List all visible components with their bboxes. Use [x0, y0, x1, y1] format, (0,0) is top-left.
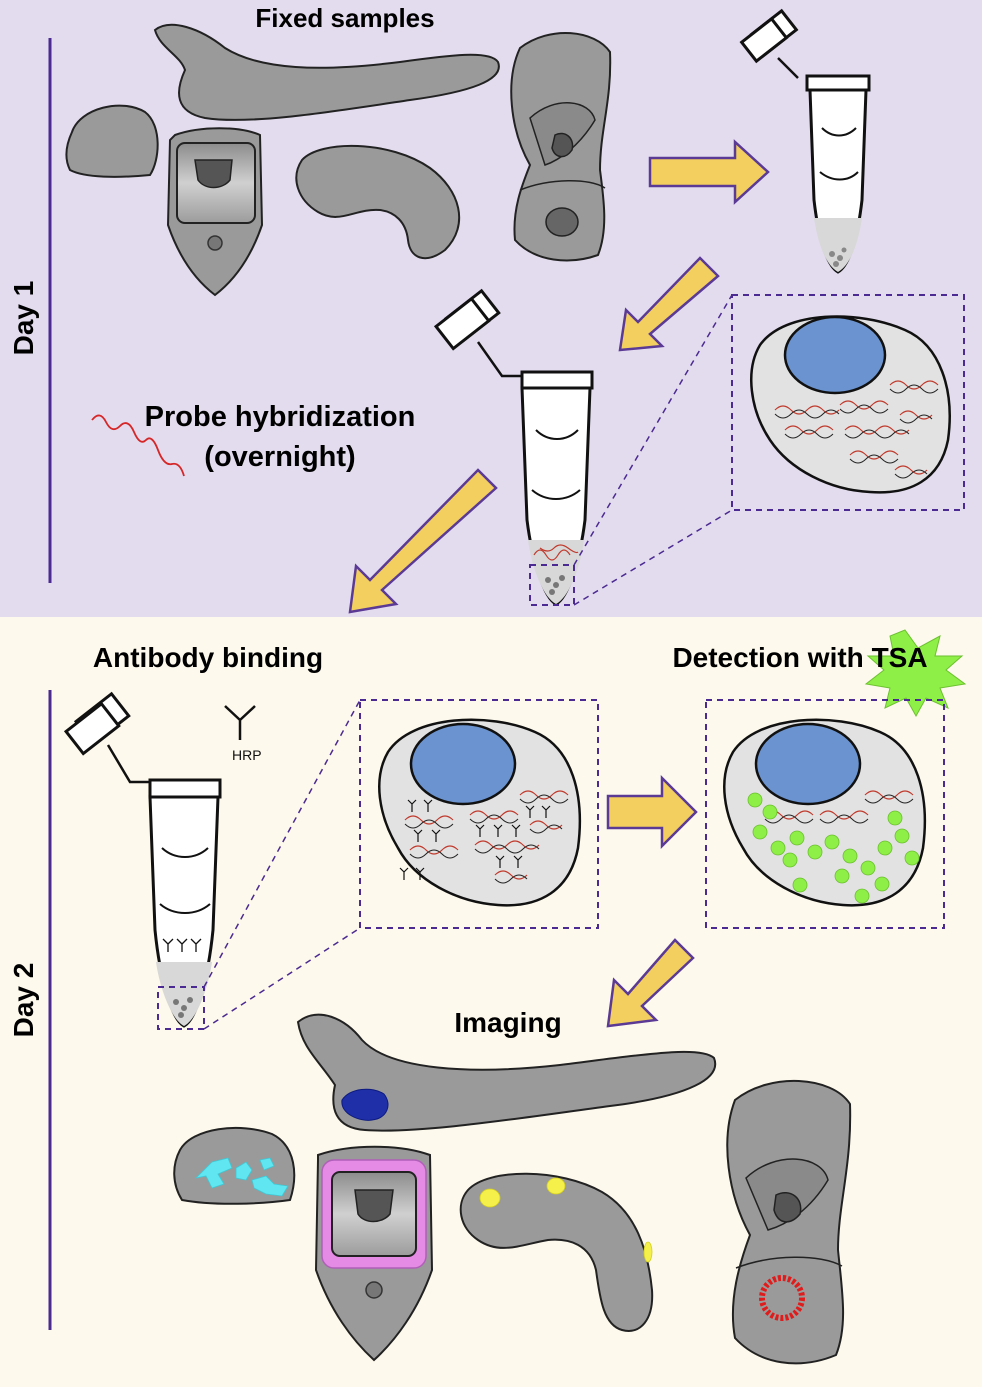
zoom-box-cell-antibody [359, 699, 599, 929]
arrow-day1-to-day2 [348, 468, 498, 614]
cyan-stain-regions [194, 1157, 289, 1197]
arrow-samples-to-tube [648, 139, 770, 205]
imaged-organ-tissue [726, 1080, 852, 1365]
sample-curved-tissue [295, 144, 461, 260]
tube-hybridization [433, 288, 594, 606]
arrow-antibody-to-detection [606, 774, 698, 850]
zoom-line-b [573, 294, 733, 566]
tsa-text: TSA [872, 642, 928, 673]
probe-icon [91, 414, 185, 477]
tube-antibody [63, 691, 222, 1028]
zoom-line-a [573, 509, 733, 606]
probe-hybridization-label: Probe hybridization [145, 401, 416, 433]
blue-stain-region [341, 1088, 389, 1121]
sample-tube-section [166, 127, 264, 297]
day2-label: Day 2 [8, 963, 39, 1038]
fixed-samples-title: Fixed samples [255, 3, 434, 33]
imaging-title: Imaging [454, 1007, 561, 1038]
zoom-box-tube3 [157, 986, 205, 1030]
zoom-box-cell-tsa [705, 699, 945, 929]
tube-fixation [739, 8, 871, 274]
zoom-box-cell-probes [731, 294, 965, 511]
sample-round-tissue [65, 104, 159, 178]
arrow-to-imaging [606, 938, 695, 1028]
arrow-to-hybridization-tube [618, 256, 720, 352]
imaged-curved-tissue [459, 1172, 654, 1332]
detection-title: Detection with TSA [672, 642, 927, 673]
imaged-elongated-tissue [296, 1013, 717, 1132]
sample-organ-tissue [510, 31, 612, 262]
probe-bound-rna-group [774, 380, 939, 479]
cell-with-probes [750, 315, 951, 494]
hrp-label: HRP [232, 747, 262, 763]
cell-with-tsa-signal [723, 718, 927, 907]
day1-label: Day 1 [8, 281, 39, 356]
tsa-burst-icon [864, 629, 967, 718]
imaged-tube-section [314, 1145, 434, 1362]
zoom-line-d [203, 927, 361, 1030]
antibody-icon [224, 705, 256, 740]
antibody-binding-title: Antibody binding [93, 642, 323, 673]
detection-with-text: Detection with [672, 642, 871, 673]
overnight-label: (overnight) [204, 441, 355, 473]
cell-with-antibodies [378, 718, 582, 907]
zoom-box-tube2 [529, 564, 575, 606]
sample-elongated-tissue [153, 23, 500, 121]
yellow-stain-regions [479, 1177, 653, 1263]
